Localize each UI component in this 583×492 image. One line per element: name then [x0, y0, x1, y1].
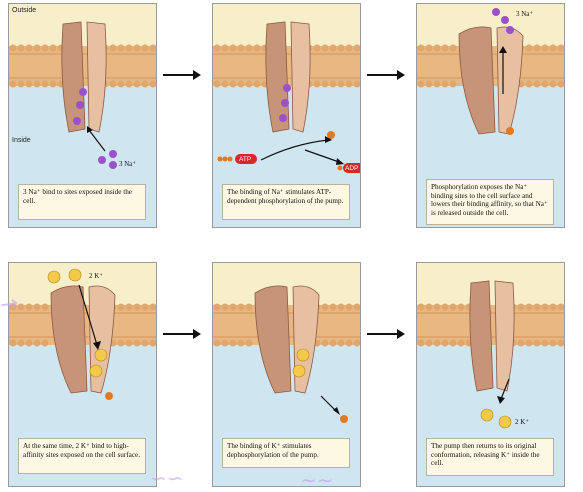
- ion-label: 2 K⁺: [89, 272, 103, 280]
- step-arrow: [367, 327, 407, 345]
- potassium-ion: [69, 269, 81, 281]
- sodium-ion: [279, 114, 287, 122]
- handwritten-mark: ∽∽: [150, 466, 184, 490]
- potassium-ion: [48, 271, 60, 283]
- caption: At the same time, 2 K⁺ bind to high-affi…: [18, 438, 146, 474]
- sodium-ion: [281, 99, 289, 107]
- phosphate: [506, 127, 514, 135]
- sodium-ion: [501, 16, 509, 24]
- sodium-ion: [109, 150, 117, 158]
- phosphate: [340, 415, 348, 423]
- step-arrow: [367, 68, 407, 86]
- phosphate: [327, 131, 335, 139]
- caption: Phosphorylation exposes the Na⁺ binding …: [426, 179, 554, 225]
- adp-label: ADP: [345, 165, 358, 172]
- ion-label: 3 Na⁺: [516, 10, 533, 18]
- ion-label: 3 Na⁺: [119, 160, 136, 168]
- potassium-ion: [293, 365, 305, 377]
- sodium-ion: [79, 88, 87, 96]
- sodium-ion: [76, 101, 84, 109]
- sodium-ion: [492, 8, 500, 16]
- panel-step-6: 2 K⁺ The pump then returns to its origin…: [416, 262, 565, 487]
- pump-protein: [459, 27, 523, 134]
- sodium-ion: [73, 117, 81, 125]
- step-arrow: [163, 68, 203, 86]
- outside-label: Outside: [12, 7, 36, 14]
- sodium-ion: [506, 26, 514, 34]
- phosphate: [105, 392, 113, 400]
- panel-step-4: 2 K⁺ At the same time, 2 K⁺ bind to high…: [8, 262, 157, 487]
- inside-label: Inside: [12, 137, 31, 144]
- potassium-ion: [499, 416, 511, 428]
- caption: The binding of Na⁺ stimulates ATP-depend…: [222, 184, 350, 220]
- atp-label: ATP: [239, 156, 251, 163]
- caption: 3 Na⁺ bind to sites exposed inside the c…: [18, 184, 146, 220]
- binding-arrow: [89, 130, 105, 151]
- caption: The pump then returns to its original co…: [426, 438, 554, 476]
- pump-protein: [51, 286, 115, 393]
- caption: The binding of K⁺ stimulates dephosphory…: [222, 438, 350, 468]
- panel-step-1: Outside Inside 3 Na⁺ 3 Na⁺ bind to sites…: [8, 3, 157, 228]
- panel-step-3: 3 Na⁺ Phosphorylation exposes the Na⁺ bi…: [416, 3, 565, 228]
- sodium-ion: [283, 84, 291, 92]
- ion-label: 2 K⁺: [515, 418, 529, 426]
- potassium-ion: [481, 409, 493, 421]
- pump-protein: [255, 286, 319, 393]
- handwritten-mark: ∼∼: [300, 468, 334, 492]
- sodium-ion: [109, 161, 117, 169]
- panel-step-2: ATP ADP The binding of Na⁺ stimulates AT…: [212, 3, 361, 228]
- potassium-ion: [95, 349, 107, 361]
- step-arrow: [163, 327, 203, 345]
- panel-step-5: The binding of K⁺ stimulates dephosphory…: [212, 262, 361, 487]
- potassium-ion: [90, 365, 102, 377]
- potassium-ion: [297, 349, 309, 361]
- sodium-ion: [98, 156, 106, 164]
- handwritten-mark: →: [0, 291, 20, 318]
